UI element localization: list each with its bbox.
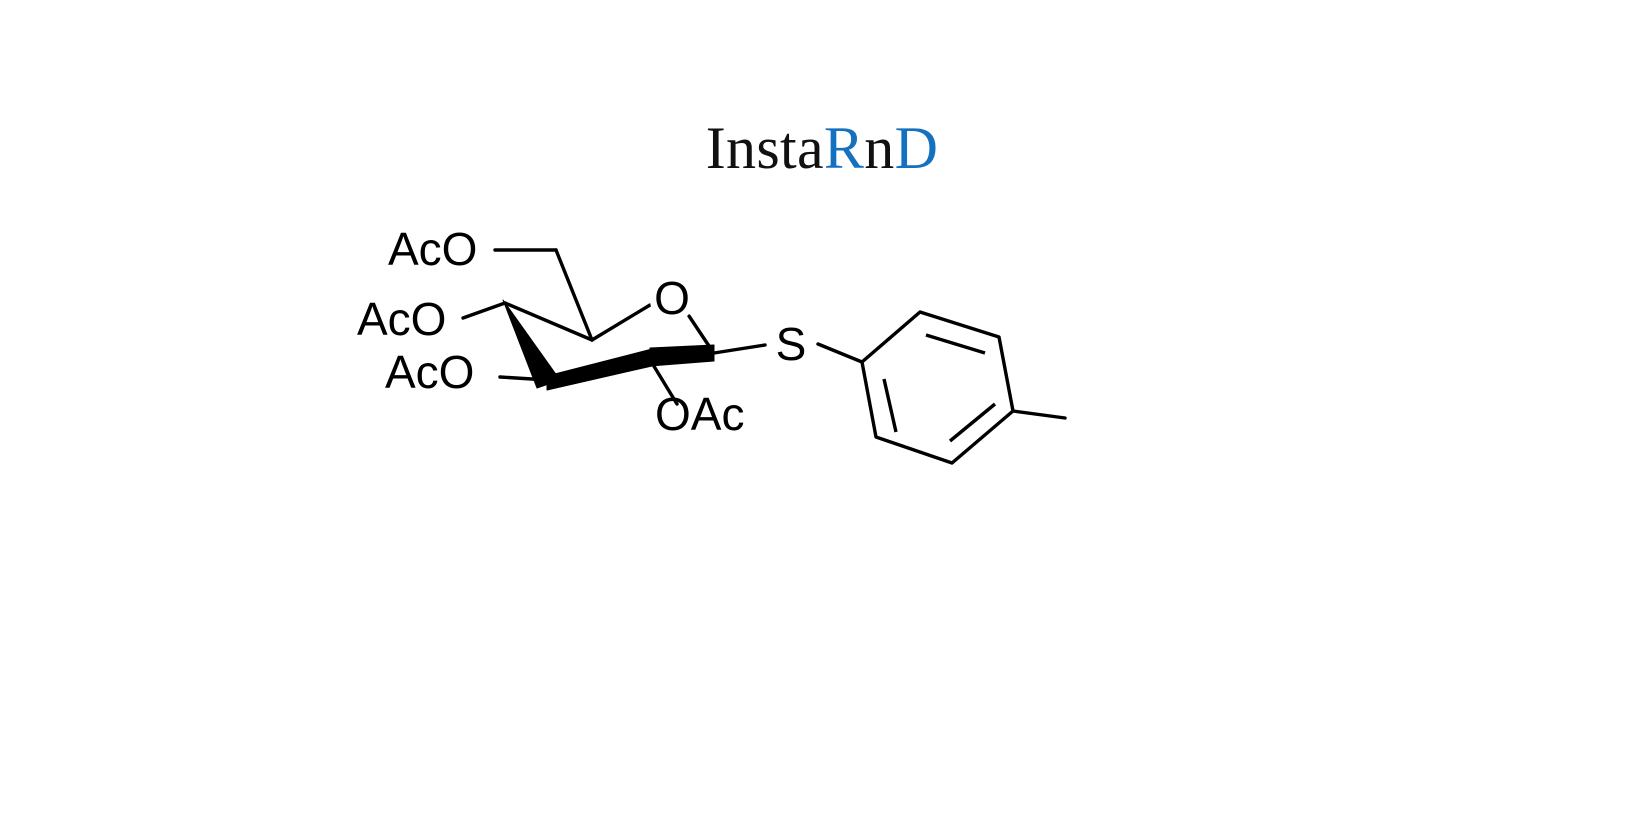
ring-oxygen-halo [650,278,694,322]
bond-c1-to-sulfur [712,343,767,355]
bond-c2-to-oac [650,361,679,406]
bond-c4-c5 [503,301,594,342]
bond-c3-to-aco3 [498,375,550,382]
label-aco-4: AcO [357,293,446,345]
bond-c3-c2-bold [546,348,653,391]
bond-c5-c6 [554,248,594,342]
bond-sulfur-to-aryl [816,342,864,364]
benzene-double-bond-2 [882,378,898,433]
bond-c4-c3-wedge [502,299,561,389]
label-aco-6: AcO [388,223,477,275]
brand-logo: InstaRnD [0,118,1644,178]
label-sulfur: S [776,318,807,370]
sulfur-halo [770,325,812,367]
benzene-double-bond-3 [948,402,997,443]
bond-c4-to-aco4 [461,301,507,320]
label-oac-2: OAc [655,388,744,440]
bond-c5-oring [590,303,652,342]
logo-text-r: R [823,115,865,181]
label-ring-oxygen: O [654,272,690,324]
label-aco-3: AcO [385,346,474,398]
logo-text-d: D [894,115,939,181]
bond-c2-c1-bold [649,344,715,367]
bond-aryl-methyl [1011,409,1067,420]
logo-text-insta: Insta [705,115,824,181]
logo-text-n: n [864,115,895,181]
benzene-double-bond-1 [925,333,986,355]
